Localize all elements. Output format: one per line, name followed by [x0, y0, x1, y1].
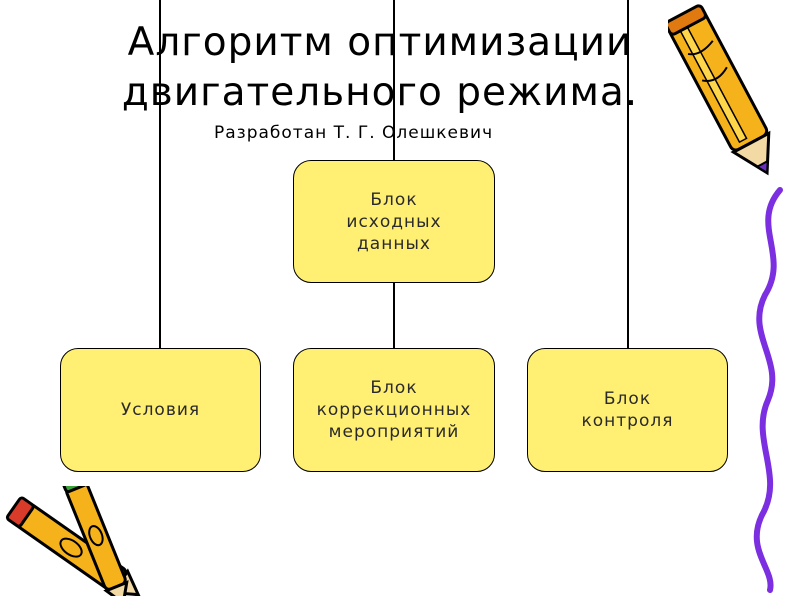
box-conditions: Условия — [60, 348, 261, 472]
box-correction-measures: Блок коррекционных мероприятий — [293, 348, 495, 472]
box-control-line-1: Блок — [582, 388, 674, 410]
box-conditions-line-1: Условия — [121, 399, 200, 421]
box-control-line-2: контроля — [582, 410, 674, 432]
box-source-data-line-1: Блок — [346, 189, 441, 211]
connector-center-bottom — [393, 283, 395, 349]
slide-title: Алгоритм оптимизации двигательного режим… — [100, 18, 660, 118]
box-correction-line-3: мероприятий — [317, 421, 472, 443]
box-source-data: Блок исходных данных — [293, 160, 495, 283]
title-line-1: Алгоритм оптимизации — [100, 18, 660, 68]
box-correction-line-2: коррекционных — [317, 399, 472, 421]
box-correction-line-1: Блок — [317, 377, 472, 399]
box-control: Блок контроля — [527, 348, 728, 472]
title-line-2: двигательного режима. — [100, 68, 660, 118]
author-subtitle: Разработан Т. Г. Олешкевич — [214, 123, 493, 143]
box-source-data-line-2: исходных — [346, 211, 441, 233]
squiggle-line — [740, 185, 800, 595]
crayons-icon — [0, 486, 165, 596]
box-source-data-line-3: данных — [346, 233, 441, 255]
pencil-icon — [668, 0, 788, 190]
